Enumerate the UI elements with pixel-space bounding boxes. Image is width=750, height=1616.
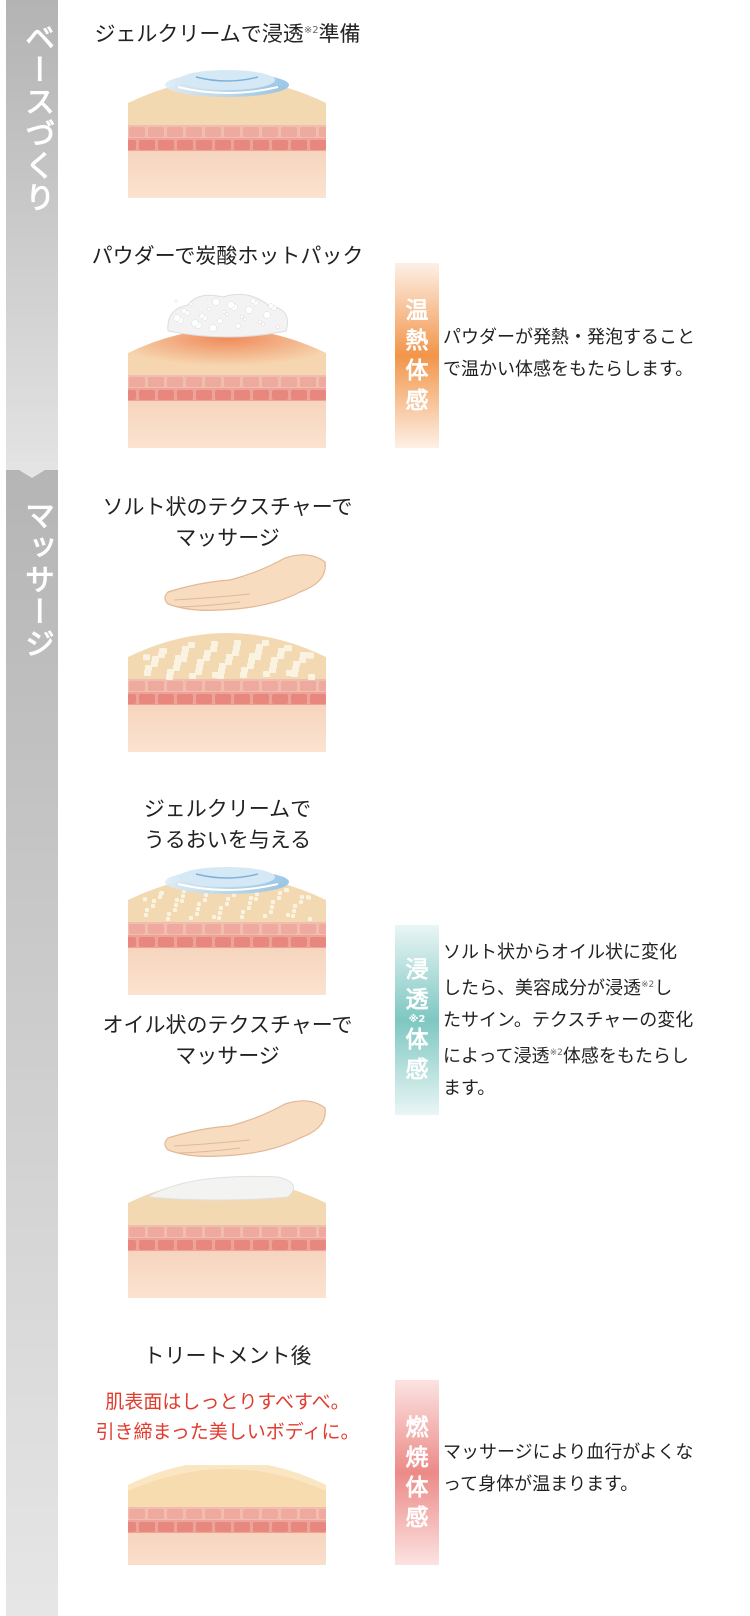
skin-illustration-gel-salt	[128, 867, 326, 995]
skin-illustration-salt	[128, 633, 326, 752]
result-text: 肌表面はしっとりすべすべ。引き締まった美しいボディに。	[95, 1391, 360, 1443]
phase-label-massage: マッサージ	[19, 500, 54, 660]
chevron-down-icon	[6, 462, 58, 478]
hand-icon	[164, 554, 326, 611]
skin-illustration-after	[128, 1465, 326, 1565]
skin-illustration-oil	[128, 1175, 326, 1298]
phase-bar-base	[6, 0, 58, 478]
hand-icon	[164, 1100, 326, 1157]
step-title: パウダーで炭酸ホットパック	[91, 244, 364, 268]
effect-desc-permeate: ソルト状からオイル状に変化 したら、美容成分が浸透※2し たサイン。テクスチャー…	[443, 942, 694, 1099]
tag-warm: 温熱体感	[395, 263, 439, 448]
step-title: ジェルクリームで浸透※2準備	[94, 22, 361, 46]
skin-illustration-foam	[128, 293, 326, 448]
step-title: オイル状のテクスチャーでマッサージ	[102, 1013, 353, 1068]
step-title: トリートメント後	[143, 1344, 312, 1368]
step-title: ジェルクリームでうるおいを与える	[143, 797, 312, 852]
effect-desc-burn: マッサージにより血行がよくなって身体が温まります。	[443, 1442, 694, 1495]
skin-illustration-gel	[128, 70, 326, 198]
step-title: ソルト状のテクスチャーでマッサージ	[102, 495, 353, 550]
effect-desc-warm: パウダーが発熱・発泡することで温かい体感をもたらします。	[443, 327, 695, 380]
phase-bar-massage	[6, 470, 58, 1616]
tag-burn: 燃焼体感	[395, 1380, 439, 1565]
phase-label-base: ベースづくり	[19, 22, 54, 214]
